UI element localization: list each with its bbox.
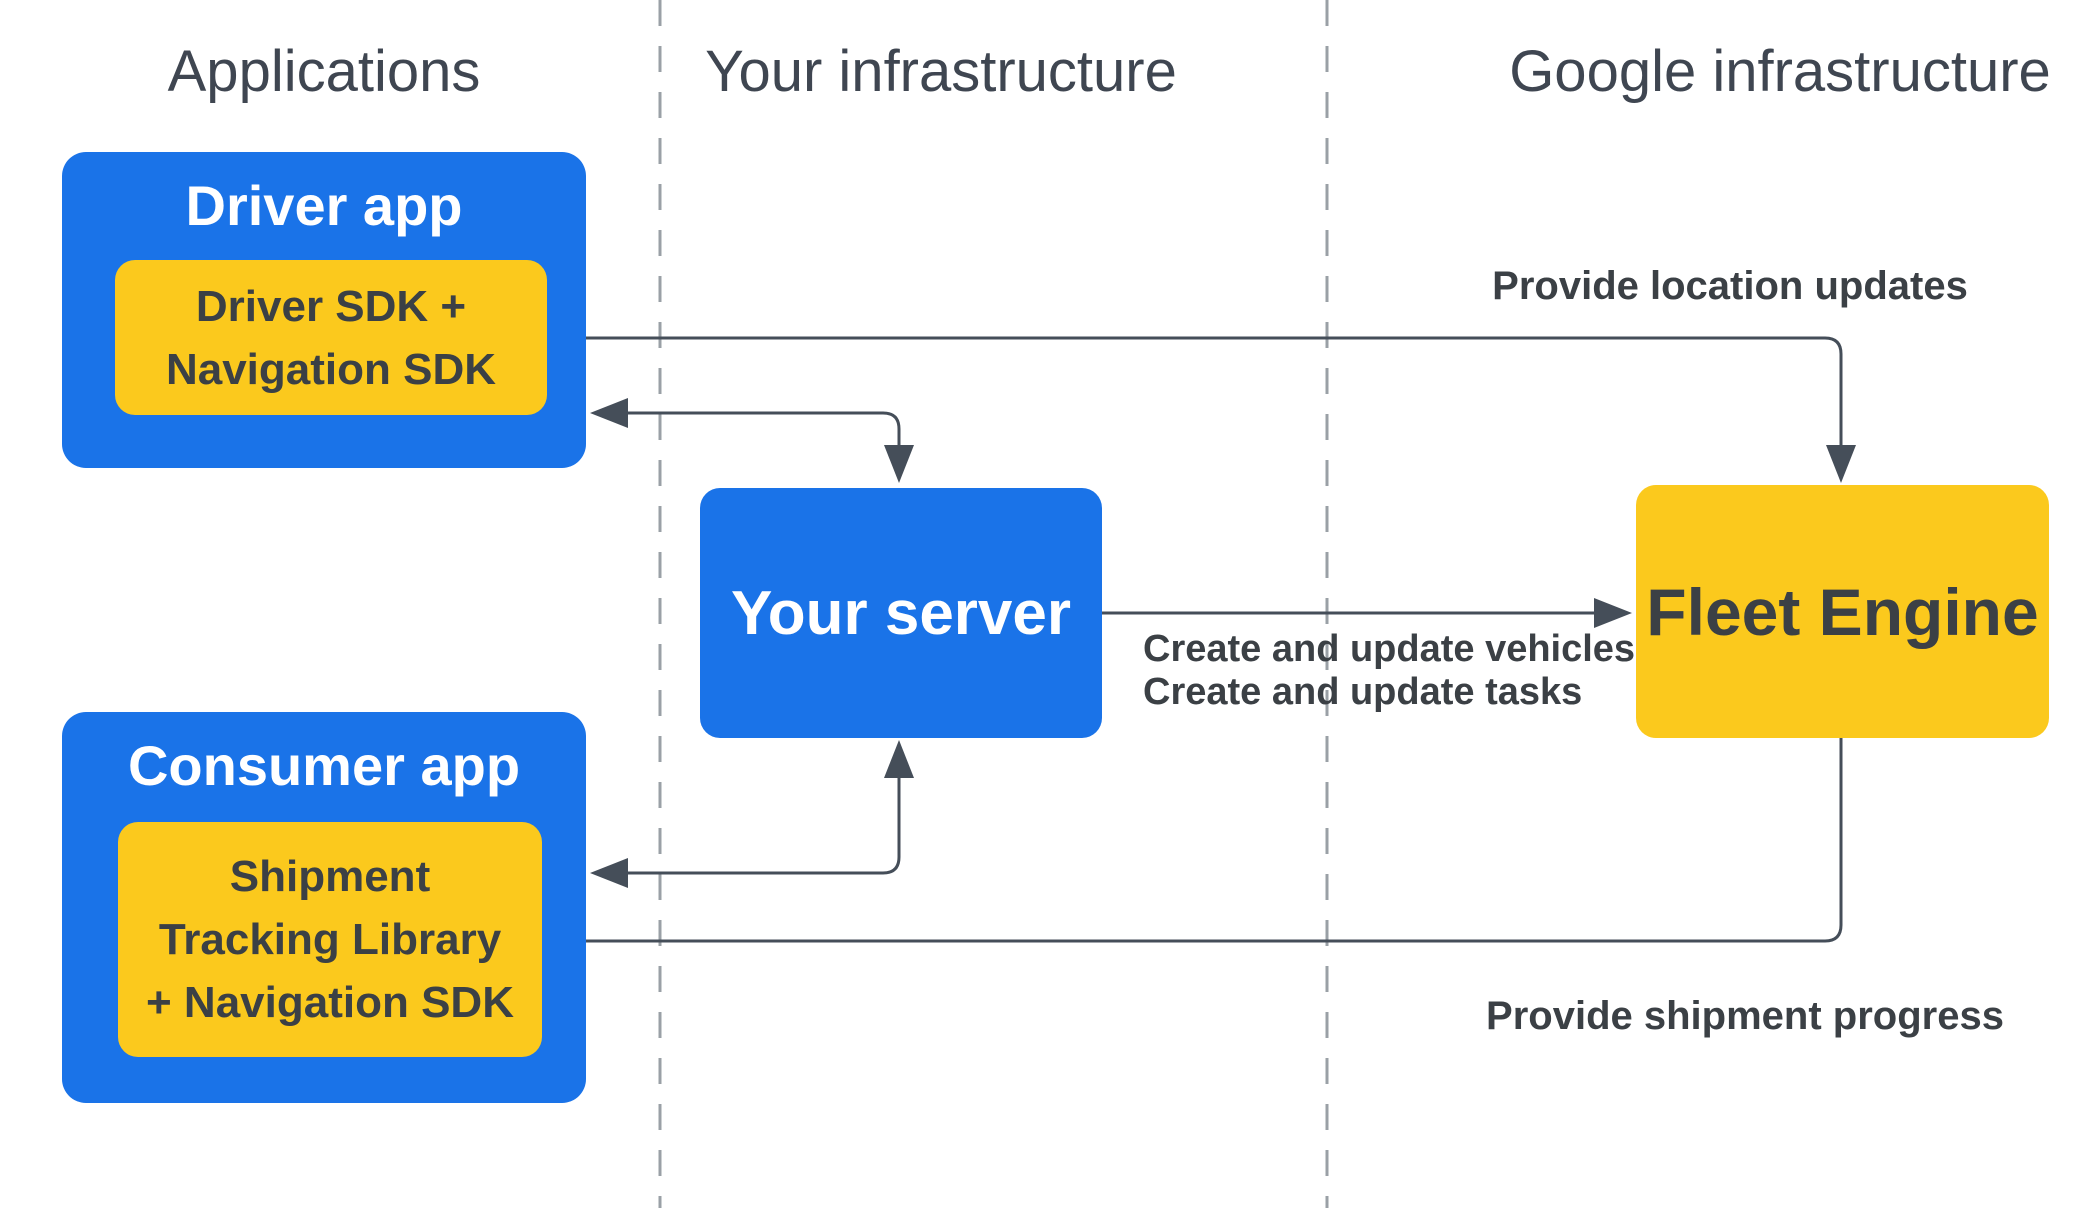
shipment-library-line-3: + Navigation SDK (146, 978, 514, 1027)
shipment-library-box: Shipment Tracking Library + Navigation S… (118, 822, 542, 1057)
edge-label-provide-location-updates: Provide location updates (1492, 264, 1968, 308)
your-server-box: Your server (700, 488, 1102, 738)
shipment-library-line-2: Tracking Library (158, 915, 502, 964)
driver-sdk-line-1: Driver SDK + (195, 281, 467, 331)
edge-label-create-update-tasks: Create and update tasks (1143, 671, 1583, 713)
column-header-google-infrastructure: Google infrastructure (1509, 39, 2051, 104)
edge-driver-app-your-server (626, 411, 901, 448)
driver-sdk-line-2: Navigation SDK (165, 344, 497, 394)
arrowhead-into-your-server-top (884, 445, 914, 483)
shipment-library-line-1: Shipment (229, 852, 431, 901)
column-header-your-infrastructure: Your infrastructure (705, 39, 1177, 104)
edge-label-provide-shipment-progress: Provide shipment progress (1486, 994, 2004, 1038)
edge-shipment-progress (580, 738, 1843, 943)
arrowhead-into-consumer-app (590, 858, 628, 888)
edge-location-updates (584, 336, 1843, 448)
arrowhead-into-your-server-bottom (884, 740, 914, 778)
arrowhead-into-fleet-engine-left (1594, 598, 1632, 628)
fleet-engine-box: Fleet Engine (1636, 485, 2049, 738)
driver-sdk-label: Driver SDK + Navigation SDK (115, 260, 547, 415)
driver-app-label: Driver app (185, 174, 463, 237)
edge-label-create-update: Create and update vehicles Create and up… (1143, 628, 1635, 714)
fleet-engine-label: Fleet Engine (1646, 574, 2039, 649)
arrowhead-into-driver-app (590, 398, 628, 428)
edge-consumer-app-your-server (626, 775, 901, 875)
arrowhead-into-fleet-engine-top (1826, 445, 1856, 483)
consumer-app-label: Consumer app (127, 734, 521, 797)
column-header-applications: Applications (167, 39, 481, 104)
driver-sdk-box: Driver SDK + Navigation SDK (115, 260, 547, 415)
shipment-library-label: Shipment Tracking Library + Navigation S… (118, 822, 542, 1057)
your-server-label: Your server (730, 578, 1072, 648)
edge-label-create-update-vehicles: Create and update vehicles (1143, 628, 1636, 670)
